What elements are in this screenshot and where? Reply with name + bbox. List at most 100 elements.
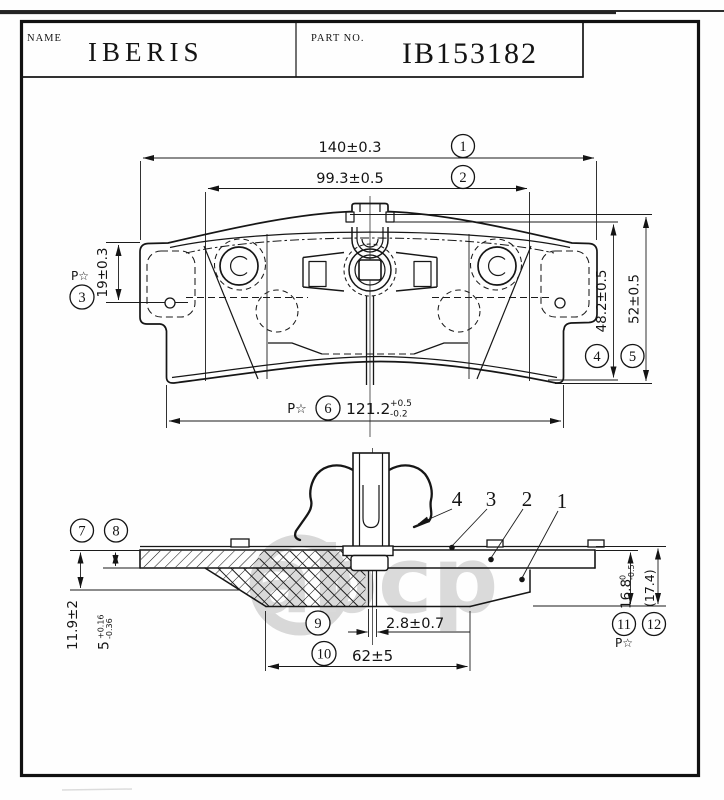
- dim-121-tol-up: +0.5: [390, 399, 412, 409]
- right-mount-circle: [469, 238, 523, 291]
- dim-slot-width: 2.8±0.7 9: [305, 609, 470, 637]
- part-name: IBERIS: [88, 37, 204, 67]
- balloon-7: 7: [78, 524, 85, 540]
- side-view: abcp: [65, 448, 667, 671]
- part-number: IB153182: [402, 37, 538, 70]
- dim-left-thickness: 7 8 11.9±2 5 +0.16 -0.36: [65, 518, 240, 650]
- sheet-frame: [19, 19, 701, 778]
- balloon-6: 6: [324, 401, 331, 417]
- dim-19-label: 19±0.3: [95, 248, 111, 298]
- p-star-mark-6: P☆: [287, 402, 307, 417]
- dim-heights-right: 48.2±0.5 52±0.5 4 5: [350, 214, 652, 384]
- dim-168-group: 16.8 0 -0.5: [619, 564, 637, 609]
- dim-168-tol-down: -0.5: [627, 564, 636, 580]
- clip-pin-inner: [362, 485, 380, 529]
- balloon-8: 8: [112, 524, 119, 540]
- friction-section-hatch-lower: [205, 568, 366, 606]
- spring-clip: [293, 452, 433, 572]
- clip-wing-left: [293, 464, 355, 542]
- callout-3: 3: [486, 487, 497, 511]
- balloon-10: 10: [317, 647, 332, 663]
- right-ear-hidden-contour: [540, 250, 590, 318]
- part-no-label: PART NO.: [311, 33, 364, 44]
- p-star-mark-11: P☆: [615, 636, 633, 650]
- dim-62-label: 62±5: [352, 647, 393, 665]
- dim-5-tol-up: +0.16: [97, 614, 106, 639]
- backplate-section-hatch: [141, 550, 259, 568]
- balloon-2: 2: [459, 170, 466, 186]
- bottom-step-right: [413, 342, 468, 355]
- friction-right-diagonal: [476, 245, 532, 380]
- balloon-12: 12: [647, 617, 662, 633]
- dim-168-value: 16.8: [619, 579, 635, 609]
- dim-lug-span: P☆ 6 121.2 +0.5 -0.2: [166, 385, 564, 428]
- dim-168-tol-up: 0: [619, 575, 628, 580]
- balloon-4-circle: [584, 343, 610, 369]
- clip-housing: [352, 452, 390, 548]
- dim-5-tol-down: -0.36: [105, 618, 114, 639]
- dim-119-label: 11.9±2: [65, 600, 81, 650]
- friction-section-hatch-upper: [259, 550, 366, 568]
- right-lower-hidden-circle: [437, 289, 481, 333]
- name-label: NAME: [27, 33, 62, 44]
- shim-tab-mid: [486, 539, 504, 548]
- balloon-11-circle: [611, 611, 637, 637]
- dim-right-thickness: 16.8 0 -0.5 (17.4) 11 12 P☆: [533, 546, 667, 650]
- balloon-10-circle: [311, 640, 337, 667]
- dim-99-label: 99.3±0.5: [316, 171, 384, 187]
- balloon-1-circle: [450, 133, 476, 159]
- p-star-mark-3: P☆: [71, 269, 89, 283]
- scan-artifact-band: [0, 10, 724, 15]
- dim-width-total: 140±0.3 1: [140, 133, 597, 240]
- dim-174-label: (17.4): [642, 569, 657, 607]
- dim-width-inner: 99.3±0.5 2: [205, 164, 530, 381]
- balloon-11: 11: [617, 617, 631, 633]
- scan-smudge: [61, 788, 133, 791]
- title-block: NAME IBERIS PART NO. IB153182: [20, 22, 584, 78]
- callout-2: 2: [522, 487, 533, 511]
- dim-5-group: 5 +0.16 -0.36: [97, 614, 115, 650]
- balloon-3-circle: [69, 284, 95, 310]
- balloon-7-circle: [69, 518, 95, 543]
- dim-52-label: 52±0.5: [627, 274, 643, 324]
- shim-tab-left: [230, 538, 250, 548]
- clip-boss: [350, 554, 389, 572]
- friction-profile: [204, 567, 531, 608]
- friction-left-diagonal: [203, 245, 259, 380]
- balloon-9-circle: [305, 610, 331, 636]
- dim-friction-length: 10 62±5: [265, 611, 471, 671]
- callout-1: 1: [557, 489, 568, 513]
- dim-48-label: 48.2±0.5: [594, 270, 610, 333]
- part-callouts: 4 3 2 1: [417, 487, 568, 583]
- dim-5-value: 5: [97, 641, 113, 650]
- left-ear-hidden-contour: [146, 250, 196, 318]
- top-view: 140±0.3 1 99.3±0.5 2 19±0.3 P☆ 3: [69, 133, 652, 437]
- balloon-1: 1: [459, 139, 466, 155]
- shim-tab-right: [587, 539, 605, 548]
- bottom-step-left: [268, 342, 323, 355]
- pad-bottom-inner-edge: [171, 355, 558, 379]
- right-edge-bump: [554, 297, 566, 309]
- callout-4: 4: [452, 487, 463, 511]
- balloon-5-circle: [620, 343, 645, 369]
- balloon-2-circle: [450, 164, 476, 190]
- dim-121-tol-down: -0.2: [390, 410, 408, 420]
- dim-140-label: 140±0.3: [319, 140, 382, 156]
- balloon-6-circle: [315, 395, 341, 421]
- balloon-3: 3: [78, 290, 85, 306]
- balloon-12-circle: [641, 611, 667, 637]
- balloon-5: 5: [629, 349, 636, 365]
- balloon-4: 4: [593, 349, 601, 365]
- pad-outline: [139, 202, 598, 384]
- balloon-8-circle: [103, 518, 129, 543]
- left-mount-circle: [213, 238, 267, 291]
- balloon-9: 9: [314, 616, 321, 632]
- dim-121-value: 121.2: [346, 400, 390, 418]
- clip-wing-right: [387, 464, 433, 529]
- left-lower-hidden-circle: [255, 289, 299, 333]
- dim-28-label: 2.8±0.7: [386, 616, 444, 632]
- center-clip-mechanism: [302, 204, 438, 385]
- left-edge-bump: [164, 297, 176, 309]
